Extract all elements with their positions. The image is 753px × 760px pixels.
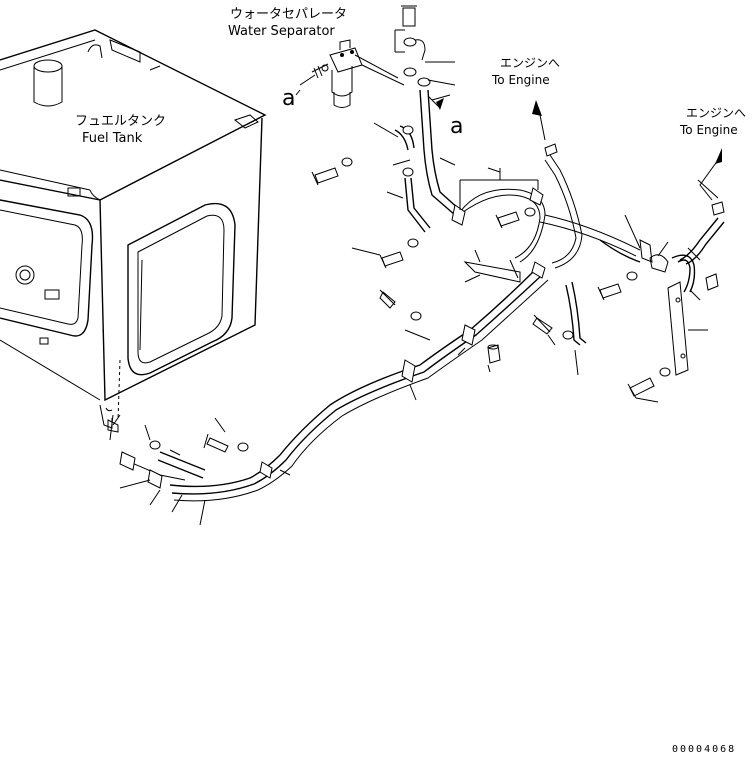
bolts-washers: [149, 125, 725, 453]
callout-a-right: a: [450, 114, 463, 139]
leader-lines: [109, 29, 722, 526]
clamps-brackets: [119, 187, 689, 489]
water-separator-en-label: Water Separator: [228, 24, 335, 39]
fuel-tank: [0, 29, 267, 433]
fuel-hoses: [124, 89, 725, 502]
callout-a-left: a: [282, 86, 295, 111]
fuel-tank-en-label: Fuel Tank: [82, 131, 143, 146]
to-engine-1-en-label: To Engine: [491, 73, 550, 87]
to-engine-1-jp-label: エンジンへ: [500, 56, 560, 70]
fuel-tank-jp-label: フュエルタンク: [75, 114, 166, 129]
water-separator-jp-label: ウォータセパレータ: [230, 7, 347, 22]
to-engine-2-en-label: To Engine: [679, 123, 738, 137]
water-separator: [311, 5, 431, 108]
to-engine-2-jp-label: エンジンへ: [686, 106, 746, 120]
reference-number: 00004068: [672, 744, 736, 755]
